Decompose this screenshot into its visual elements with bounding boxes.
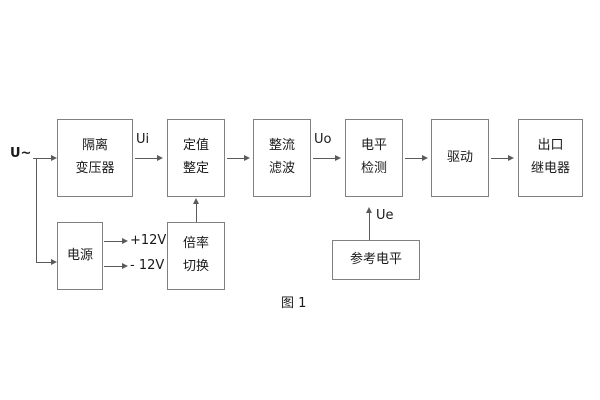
signal-label-uo: Uo <box>314 132 332 147</box>
block-isolation-transformer[interactable]: 隔离 变压器 <box>57 119 133 197</box>
arrowhead-rectify-to-level-detect <box>335 154 341 161</box>
wire-level-detect-to-driver <box>405 158 422 159</box>
block-rectify-filter[interactable]: 整流 滤波 <box>253 119 311 197</box>
wire-supply-positive <box>104 241 122 242</box>
block-reference-level-line-1: 参考电平 <box>349 251 402 267</box>
wire-setting-to-rectify <box>227 158 244 159</box>
wire-rectify-to-level-detect <box>313 158 335 159</box>
block-level-detect[interactable]: 电平 检测 <box>345 119 403 197</box>
wire-driver-to-output-relay <box>491 158 508 159</box>
arrowhead-supply-positive <box>122 237 128 244</box>
block-reference-level[interactable]: 参考电平 <box>332 240 420 280</box>
signal-label-ui: Ui <box>136 132 150 147</box>
arrowhead-driver-to-output-relay <box>508 154 514 161</box>
arrowhead-isolation-to-setting <box>157 154 163 161</box>
signal-label-ue: Ue <box>376 208 394 223</box>
block-ratio-switch[interactable]: 倍率 切换 <box>167 222 225 290</box>
arrowhead-supply-negative <box>122 262 128 269</box>
arrowhead-level-detect-to-driver <box>422 154 428 161</box>
block-output-relay-line-1: 出口 <box>537 138 564 154</box>
wire-input-branch-bus <box>36 158 37 263</box>
figure-caption: 图 1 <box>281 296 307 311</box>
block-isolation-transformer-line-2: 变压器 <box>75 161 115 176</box>
block-output-relay[interactable]: 出口 继电器 <box>518 119 583 197</box>
block-ratio-switch-line-2: 切换 <box>182 259 209 274</box>
wire-to-isolation-transformer <box>36 158 51 159</box>
block-output-relay-line-2: 继电器 <box>530 161 570 176</box>
block-setting-adjust-line-2: 整定 <box>182 161 209 176</box>
wire-reference-to-level-detect <box>369 213 370 240</box>
block-ratio-switch-line-1: 倍率 <box>182 236 209 252</box>
supply-negative-label: - 12V <box>130 258 165 273</box>
block-setting-adjust-line-1: 定值 <box>182 138 209 154</box>
block-rectify-filter-line-2: 滤波 <box>268 161 295 176</box>
supply-positive-label: +12V <box>130 233 167 248</box>
block-isolation-transformer-line-1: 隔离 <box>81 138 108 154</box>
block-setting-adjust[interactable]: 定值 整定 <box>167 119 225 197</box>
block-driver[interactable]: 驱动 <box>431 119 489 197</box>
wire-ratio-switch-to-setting <box>196 204 197 222</box>
wire-isolation-to-setting <box>135 158 157 159</box>
arrowhead-setting-to-rectify <box>244 154 250 161</box>
block-driver-line-1: 驱动 <box>446 149 473 165</box>
arrowhead-ratio-switch-to-setting <box>192 198 199 204</box>
arrowhead-to-power-supply <box>51 258 57 265</box>
wire-supply-negative <box>104 266 122 267</box>
block-level-detect-line-1: 电平 <box>360 138 387 154</box>
wire-to-power-supply <box>36 262 51 263</box>
arrowhead-to-isolation-transformer <box>51 154 57 161</box>
block-rectify-filter-line-1: 整流 <box>268 138 295 154</box>
block-power-supply-line-1: 电源 <box>66 247 93 263</box>
block-power-supply[interactable]: 电源 <box>57 222 103 290</box>
block-level-detect-line-2: 检测 <box>360 161 387 176</box>
input-signal-label: U~ <box>10 146 32 161</box>
arrowhead-reference-to-level-detect <box>365 207 372 213</box>
